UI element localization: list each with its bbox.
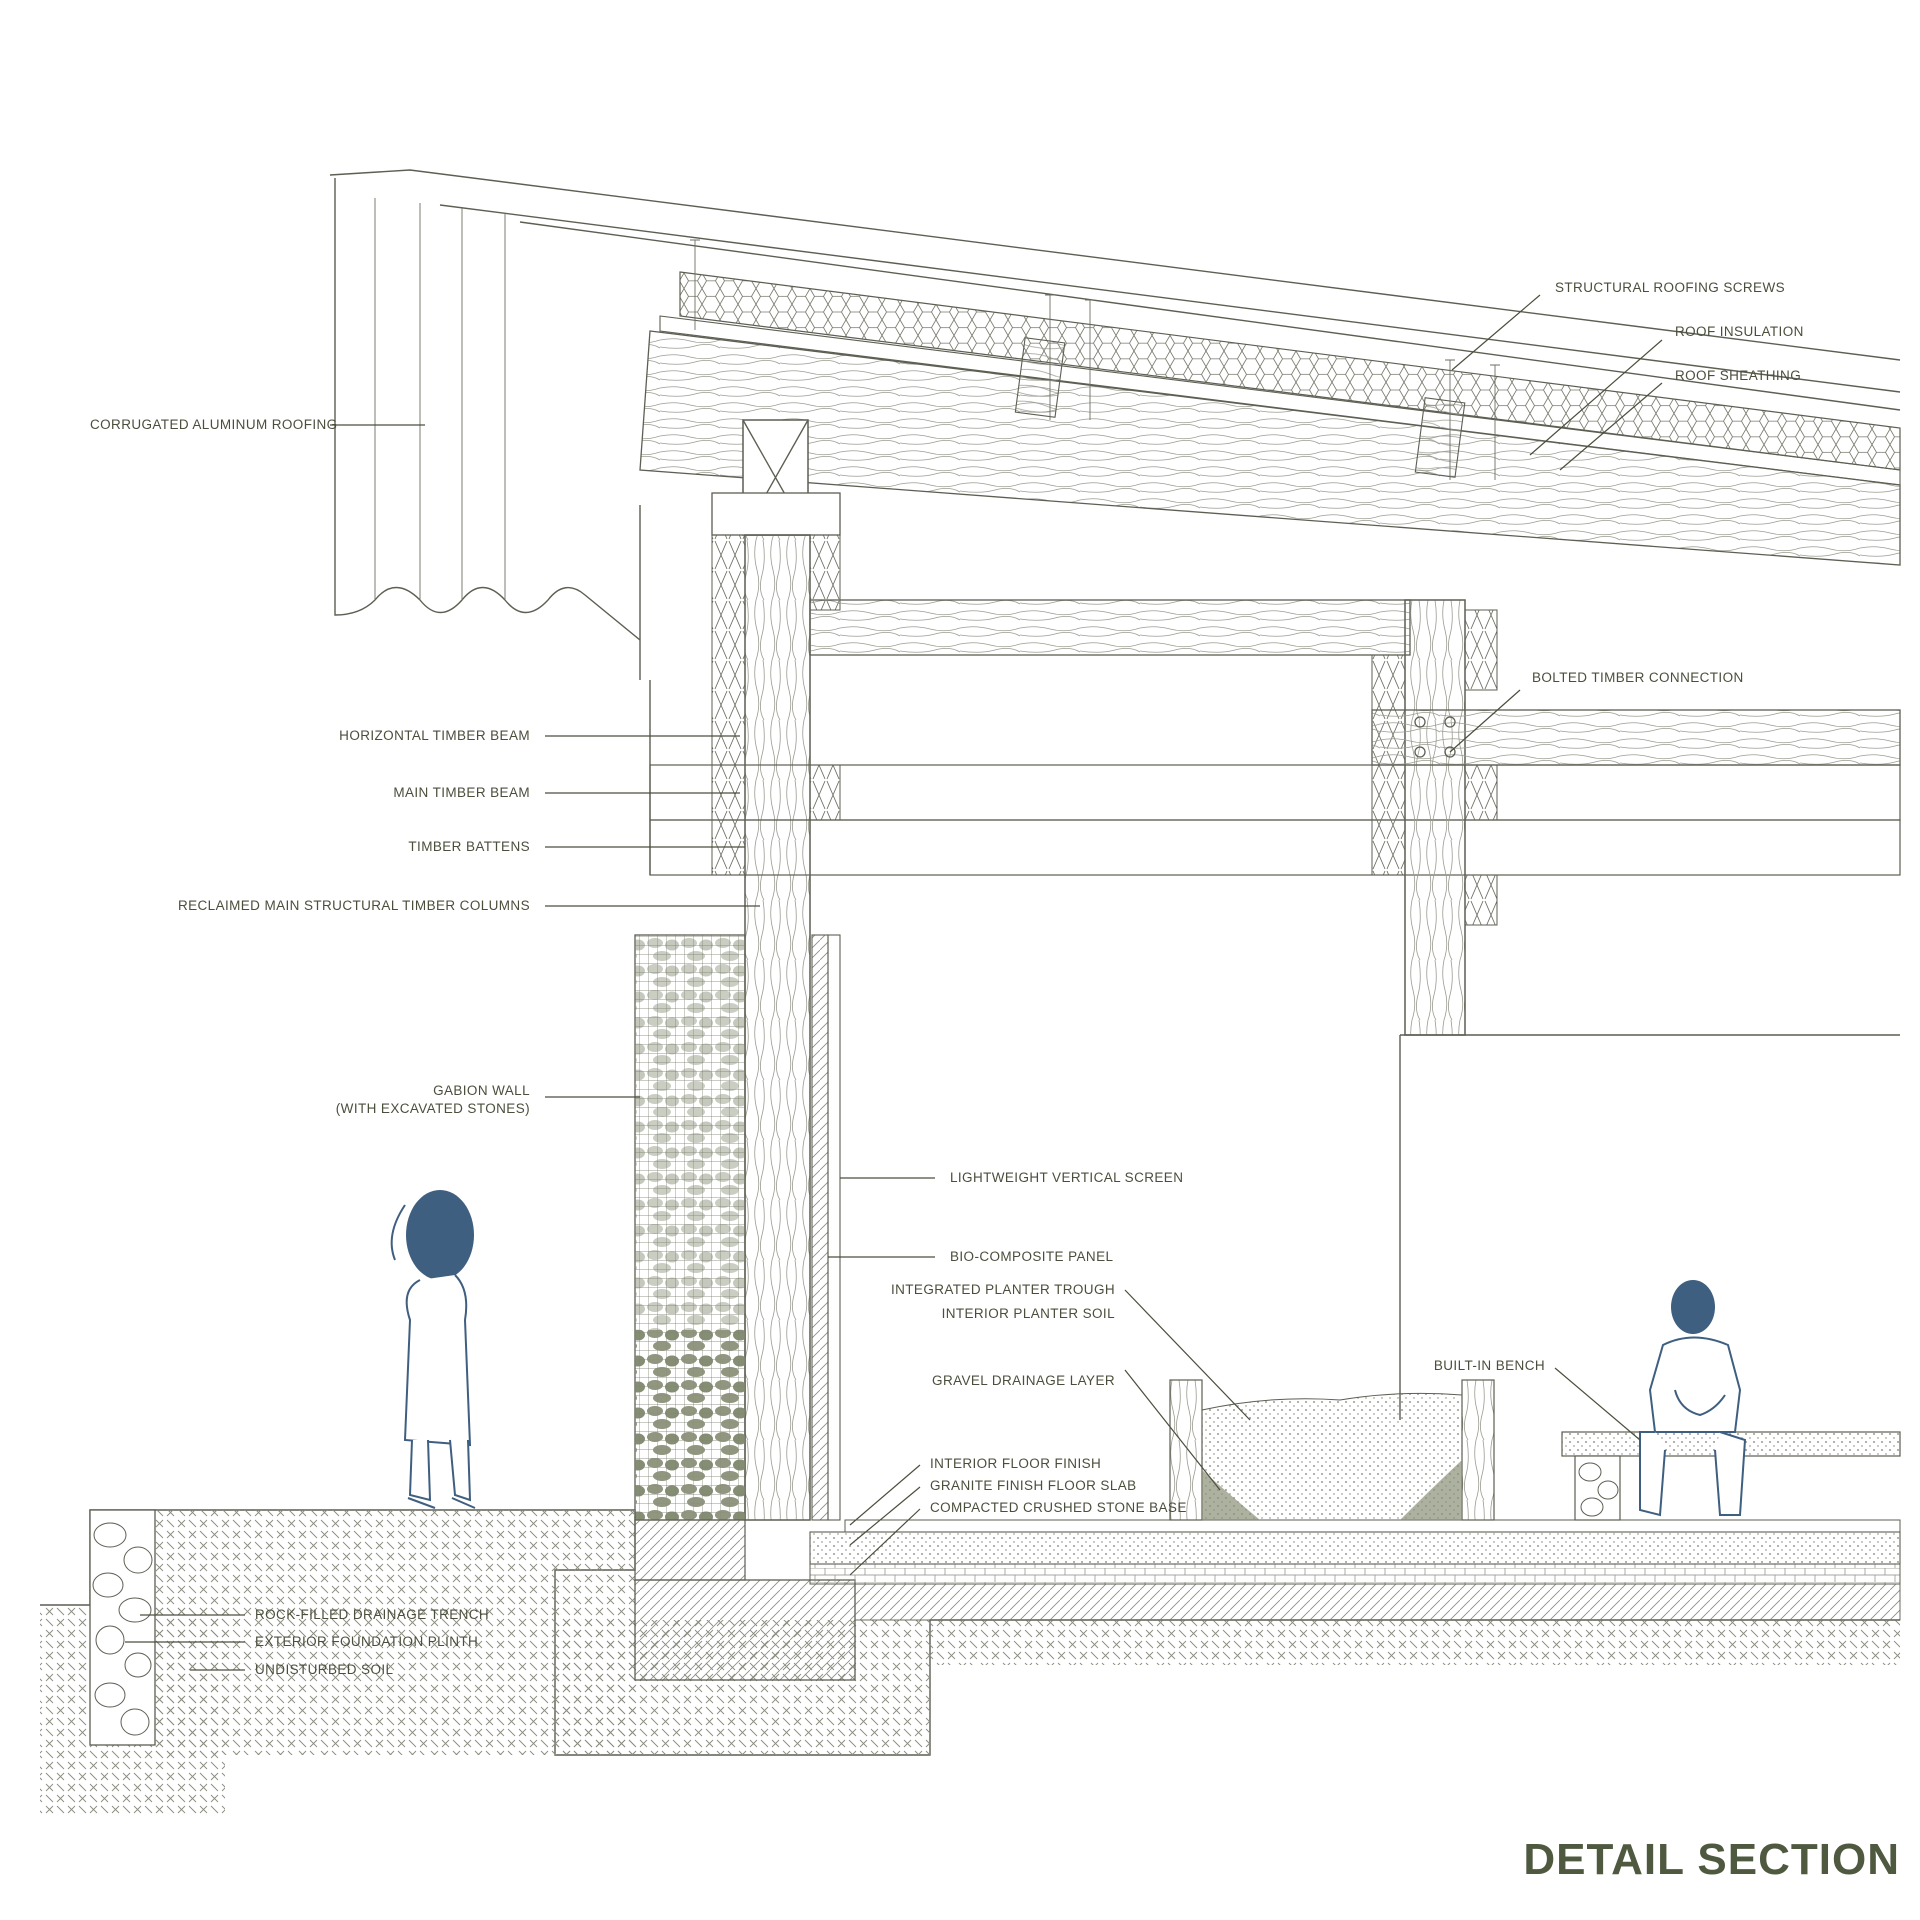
label-main-timber-beam: MAIN TIMBER BEAM (393, 785, 530, 800)
gabion-wall (634, 934, 746, 1521)
ground-and-foundation (40, 1509, 1901, 1815)
roof-assembly (329, 169, 1901, 641)
label-roof-insulation: ROOF INSULATION (1675, 324, 1804, 339)
timber-batten-beam (649, 819, 1901, 876)
label-gravel-drainage-layer: GRAVEL DRAINAGE LAYER (932, 1373, 1115, 1388)
label-structural-roofing-screws: STRUCTURAL ROOFING SCREWS (1555, 280, 1785, 295)
planter-gravel (1202, 1460, 1462, 1520)
label-built-in-bench: BUILT-IN BENCH (1434, 1358, 1545, 1373)
label-lightweight-vertical-screen: LIGHTWEIGHT VERTICAL SCREEN (950, 1170, 1183, 1185)
granite-floor-slab (809, 1531, 1901, 1565)
leader-lines (125, 294, 1663, 1671)
label-interior-floor-finish: INTERIOR FLOOR FINISH (930, 1456, 1101, 1471)
interior-floor-finish (844, 1519, 1901, 1533)
label-reclaimed-columns: RECLAIMED MAIN STRUCTURAL TIMBER COLUMNS (178, 898, 530, 913)
label-horizontal-timber-beam: HORIZONTAL TIMBER BEAM (339, 728, 530, 743)
interior-timber-column (1404, 599, 1466, 1036)
label-gabion-wall-note: (WITH EXCAVATED STONES) (336, 1101, 530, 1116)
drawing-title: DETAIL SECTION (1523, 1835, 1900, 1884)
annotation-labels: STRUCTURAL ROOFING SCREWS ROOF INSULATIO… (90, 280, 1900, 1884)
planter-soil (1201, 1392, 1463, 1521)
seated-person-figure (1639, 1280, 1747, 1517)
timber-frame (639, 419, 1901, 1521)
foundation-footing (634, 1579, 856, 1681)
label-granite-finish-floor-slab: GRANITE FINISH FLOOR SLAB (930, 1478, 1137, 1493)
label-corrugated-aluminum-roofing: CORRUGATED ALUMINUM ROOFING (90, 417, 338, 432)
corrugated-roof-fascia (334, 178, 641, 641)
label-rock-filled-drainage-trench: ROCK-FILLED DRAINAGE TRENCH (255, 1607, 489, 1622)
compacted-stone-base (809, 1563, 1901, 1585)
planter-trough (1169, 1379, 1495, 1521)
label-integrated-planter-trough: INTEGRATED PLANTER TROUGH (891, 1282, 1115, 1297)
horizontal-timber-beam (809, 599, 1411, 656)
label-compacted-crushed-stone-base: COMPACTED CRUSHED STONE BASE (930, 1500, 1187, 1515)
bolt-group (1414, 716, 1456, 758)
standing-person-figure (390, 1190, 476, 1509)
label-undisturbed-soil: UNDISTURBED SOIL (255, 1662, 394, 1677)
label-bio-composite-panel: BIO-COMPOSITE PANEL (950, 1249, 1113, 1264)
rock-filled-drainage-trench (89, 1509, 156, 1746)
label-timber-battens: TIMBER BATTENS (408, 839, 530, 854)
roof-rafter (639, 330, 1901, 566)
roofing-screw-group (690, 239, 1500, 480)
exterior-foundation-plinth (634, 1519, 746, 1581)
label-exterior-foundation-plinth: EXTERIOR FOUNDATION PLINTH (255, 1634, 478, 1649)
bolted-beam (1371, 709, 1901, 766)
label-roof-sheathing: ROOF SHEATHING (1675, 368, 1801, 383)
screen-and-panel (811, 934, 841, 1521)
main-timber-column (744, 534, 811, 1521)
label-interior-planter-soil: INTERIOR PLANTER SOIL (942, 1306, 1116, 1321)
label-bolted-timber-connection: BOLTED TIMBER CONNECTION (1532, 670, 1744, 685)
label-gabion-wall: GABION WALL (433, 1083, 530, 1098)
